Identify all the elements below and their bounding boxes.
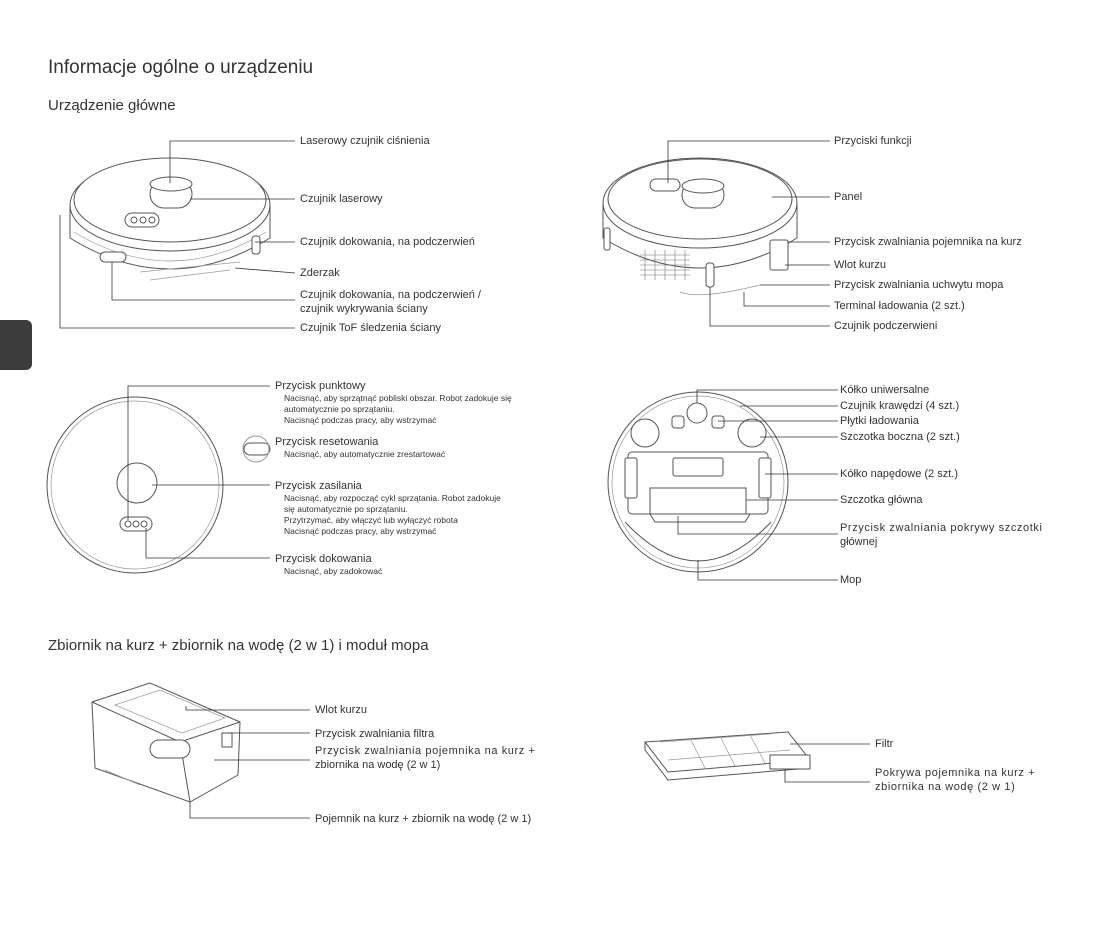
label-brush-cover-release-1: Przycisk zwalniania pokrywy szczotki [840, 521, 1043, 535]
label-tank-cover-1: Pokrywa pojemnika na kurz + [875, 766, 1035, 780]
spot-desc-line: Nacisnąć podczas pracy, aby wstrzymać [284, 415, 512, 426]
label-function-buttons: Przyciski funkcji [834, 134, 912, 148]
label-main-brush: Szczotka główna [840, 493, 923, 507]
label-docking-wall-sensor-1: Czujnik dokowania, na podczerwień / [300, 288, 481, 302]
power-button-desc: Nacisnąć, aby rozpocząć cykl sprzątania.… [275, 493, 501, 537]
reset-button-desc: Nacisnąć, aby automatycznie zrestartować [275, 449, 445, 460]
label-ir-sensor: Czujnik podczerwieni [834, 319, 937, 333]
label-filter: Filtr [875, 737, 893, 751]
power-desc-line: Nacisnąć, aby rozpocząć cykl sprzątania.… [284, 493, 501, 504]
label-filter-release: Przycisk zwalniania filtra [315, 727, 434, 741]
label-tank-cover-2: zbiornika na wodę (2 w 1) [875, 780, 1015, 794]
spot-desc-line: automatycznie po sprzątaniu. [284, 404, 512, 415]
label-tank-release-1: Przycisk zwalniania pojemnika na kurz + [315, 744, 536, 758]
reset-desc-line: Nacisnąć, aby automatycznie zrestartować [284, 449, 445, 460]
label-bumper: Zderzak [300, 266, 340, 280]
label-docking-ir-sensor: Czujnik dokowania, na podczerwień [300, 235, 475, 249]
dock-desc-line: Nacisnąć, aby zadokować [284, 566, 382, 577]
label-tof-wall-sensor: Czujnik ToF śledzenia ściany [300, 321, 441, 335]
dock-button-title: Przycisk dokowania [275, 552, 382, 566]
spot-button-title: Przycisk punktowy [275, 379, 512, 393]
spot-button-desc: Nacisnąć, aby sprzątnąć pobliski obszar.… [275, 393, 512, 426]
label-laser-pressure-sensor: Laserowy czujnik ciśnienia [300, 134, 430, 148]
power-desc-line: Nacisnąć podczas pracy, aby wstrzymać [284, 526, 501, 537]
label-cliff-sensor: Czujnik krawędzi (4 szt.) [840, 399, 959, 413]
robot-bottom-view [608, 392, 788, 572]
label-charging-terminal: Terminal ładowania (2 szt.) [834, 299, 965, 313]
power-desc-line: się automatycznie po sprzątaniu. [284, 504, 501, 515]
spot-desc-line: Nacisnąć, aby sprzątnąć pobliski obszar.… [284, 393, 512, 404]
robot-perspective-rear [603, 158, 797, 295]
label-docking-wall-sensor-2: czujnik wykrywania ściany [300, 302, 428, 316]
label-charging-plates: Płytki ładowania [840, 414, 919, 428]
label-brush-cover-release-2: głównej [840, 535, 877, 549]
power-button-title: Przycisk zasilania [275, 479, 501, 493]
label-side-brush: Szczotka boczna (2 szt.) [840, 430, 960, 444]
dust-tank-drawing [92, 683, 240, 802]
label-dust-bin-release: Przycisk zwalniania pojemnika na kurz [834, 235, 1022, 249]
reset-button-title: Przycisk resetowania [275, 435, 445, 449]
label-mop: Mop [840, 573, 861, 587]
dock-button-desc: Nacisnąć, aby zadokować [275, 566, 382, 577]
label-tank-release-2: zbiornika na wodę (2 w 1) [315, 758, 440, 772]
label-tank-container: Pojemnik na kurz + zbiornik na wodę (2 w… [315, 812, 531, 826]
dock-button-info: Przycisk dokowania Nacisnąć, aby zadokow… [275, 552, 382, 577]
spot-button-info: Przycisk punktowy Nacisnąć, aby sprzątną… [275, 379, 512, 426]
label-tank-dust-inlet: Wlot kurzu [315, 703, 367, 717]
reset-button-info: Przycisk resetowania Nacisnąć, aby autom… [275, 435, 445, 460]
label-mop-holder-release: Przycisk zwalniania uchwytu mopa [834, 278, 1003, 292]
label-dust-inlet: Wlot kurzu [834, 258, 886, 272]
label-universal-wheel: Kółko uniwersalne [840, 383, 929, 397]
label-panel: Panel [834, 190, 862, 204]
power-desc-line: Przytrzymać, aby włączyć lub wyłączyć ro… [284, 515, 501, 526]
power-button-info: Przycisk zasilania Nacisnąć, aby rozpocz… [275, 479, 501, 537]
label-drive-wheel: Kółko napędowe (2 szt.) [840, 467, 958, 481]
label-laser-sensor: Czujnik laserowy [300, 192, 383, 206]
